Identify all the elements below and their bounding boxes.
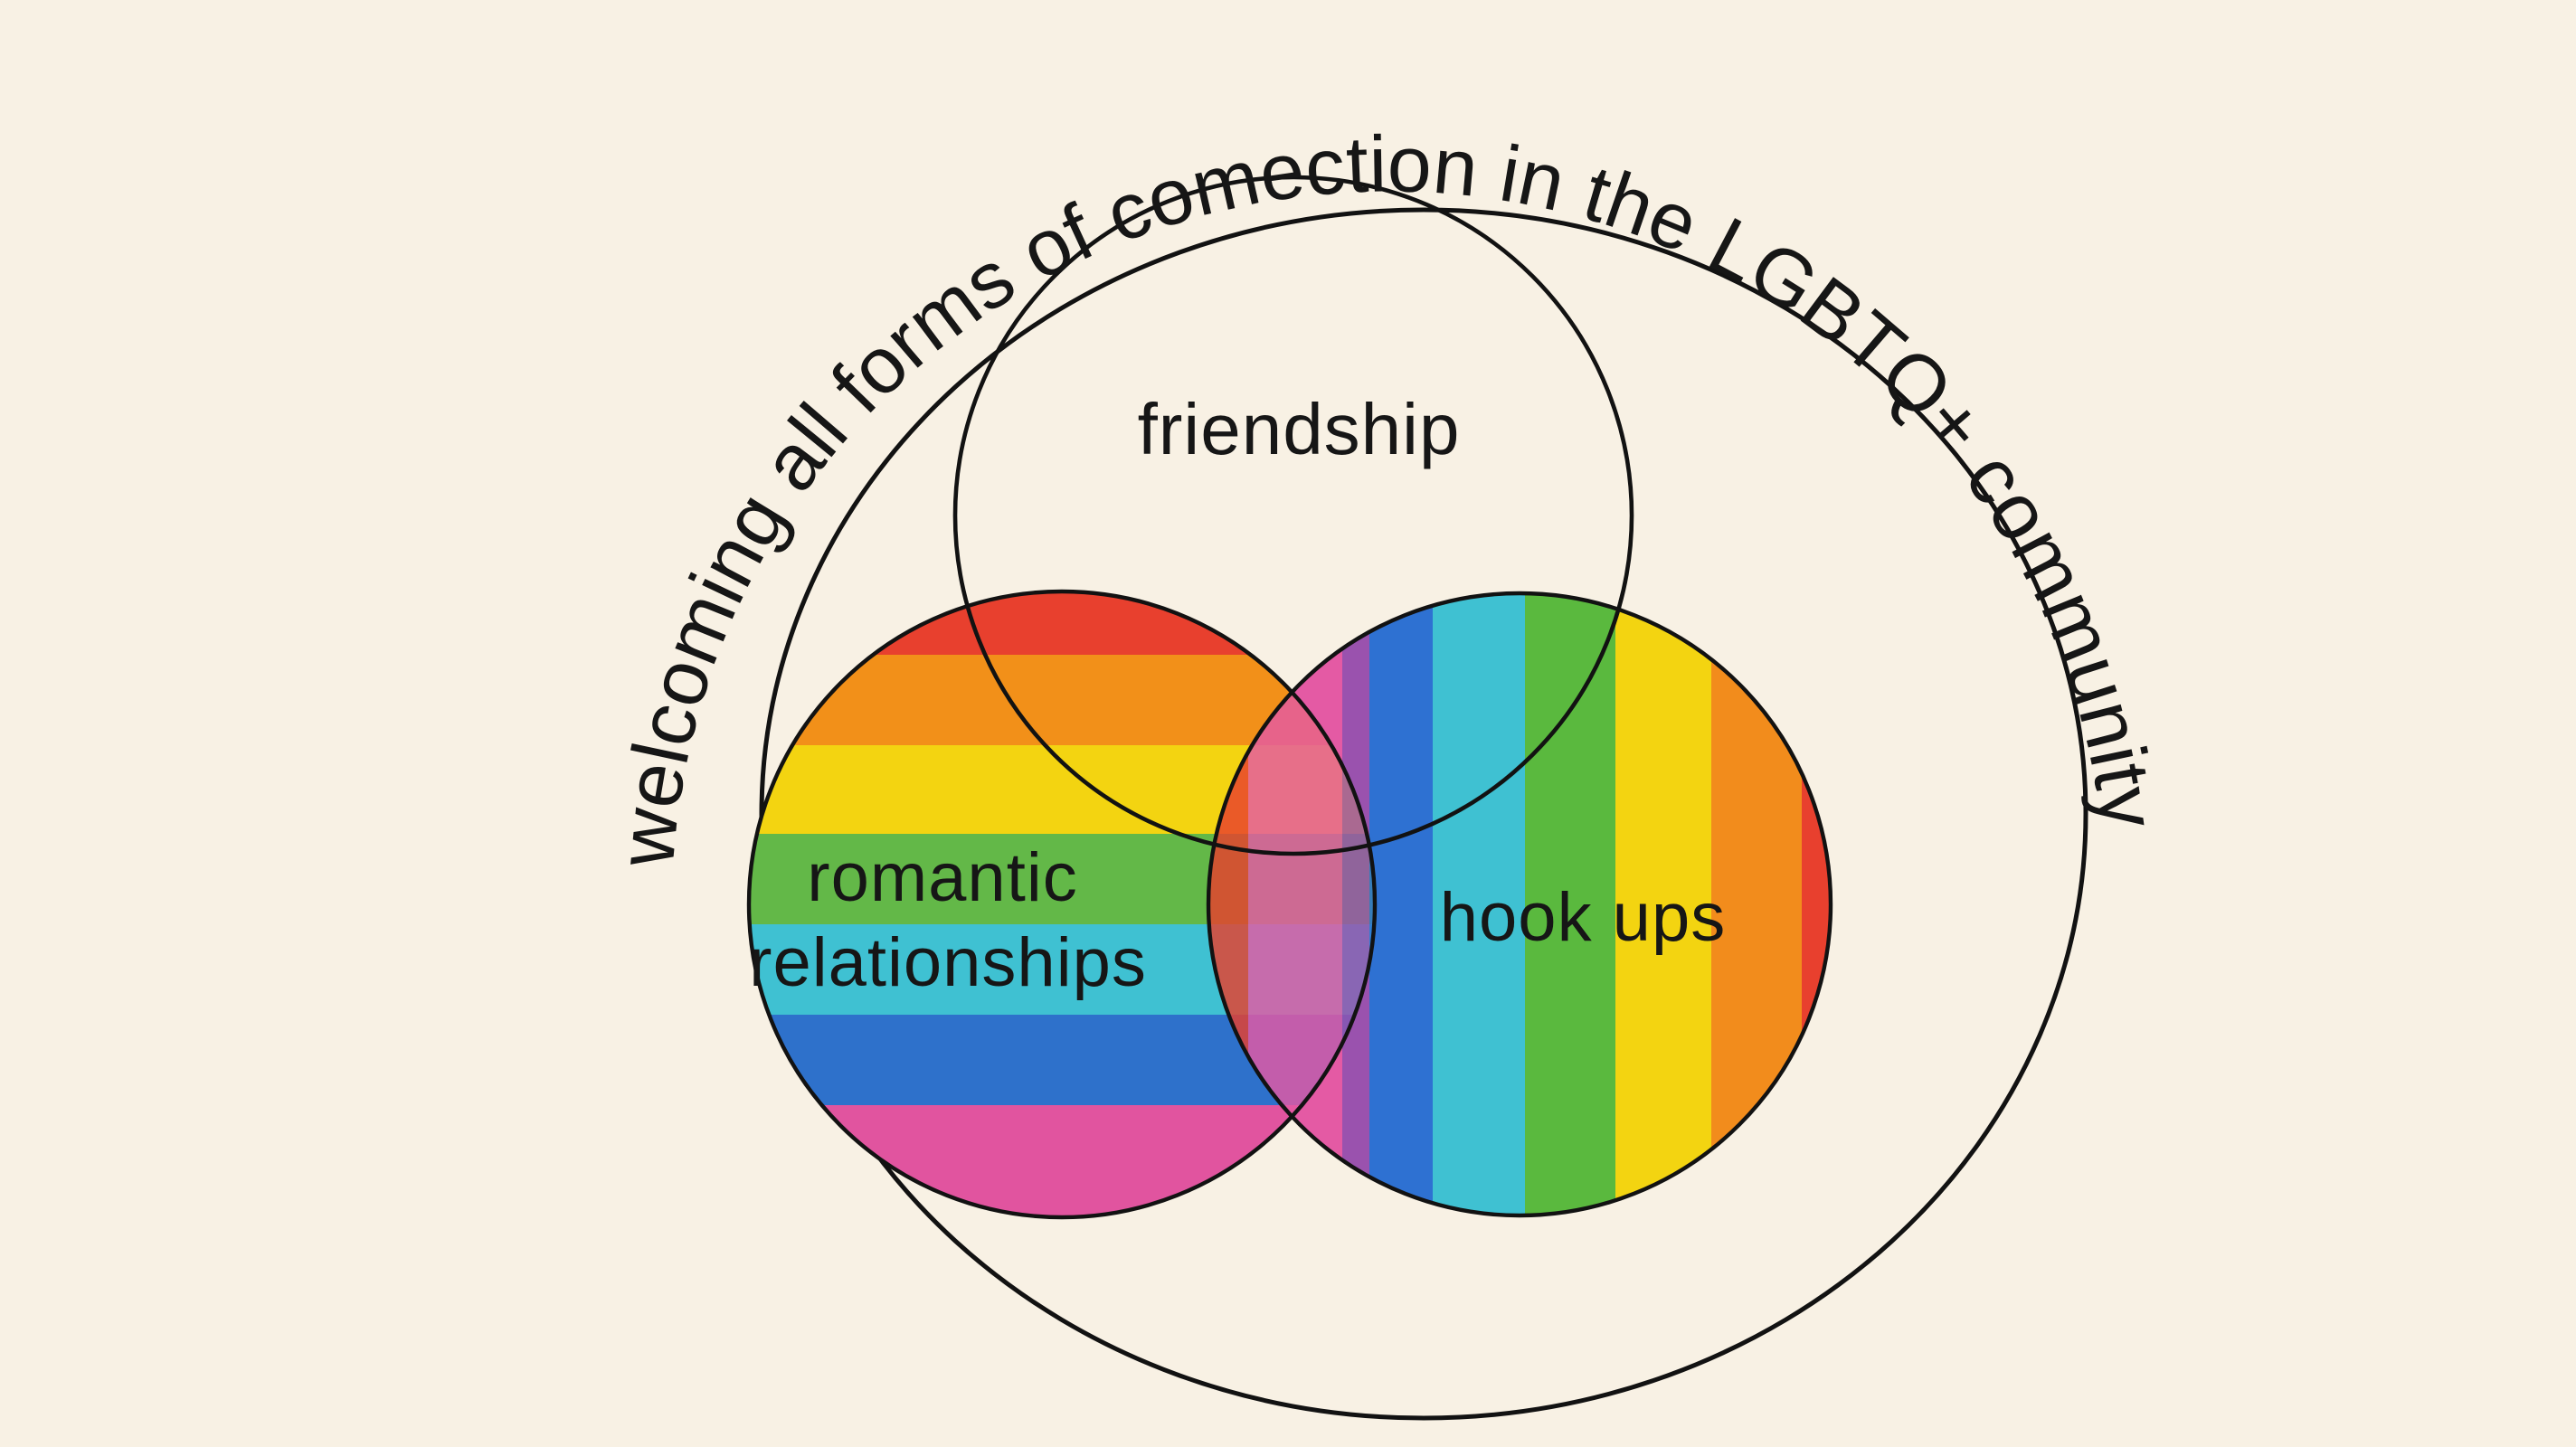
friendship-circle-outline [952,175,1634,856]
stripe [1342,593,1369,1215]
romantic-circle-outline [746,589,1378,1220]
romantic-label-line1: romantic [807,839,1077,916]
friendship-label: friendship [1138,389,1461,469]
hookups-label: hook ups [1440,879,1726,956]
stripe [1433,593,1525,1215]
stripe [1525,593,1615,1215]
stripe [1208,924,1375,1015]
romantic-label-line2: relationships [749,924,1147,1001]
hookups-circle-outline [1206,591,1833,1218]
stripe [1615,593,1711,1215]
stripe [1369,593,1433,1215]
